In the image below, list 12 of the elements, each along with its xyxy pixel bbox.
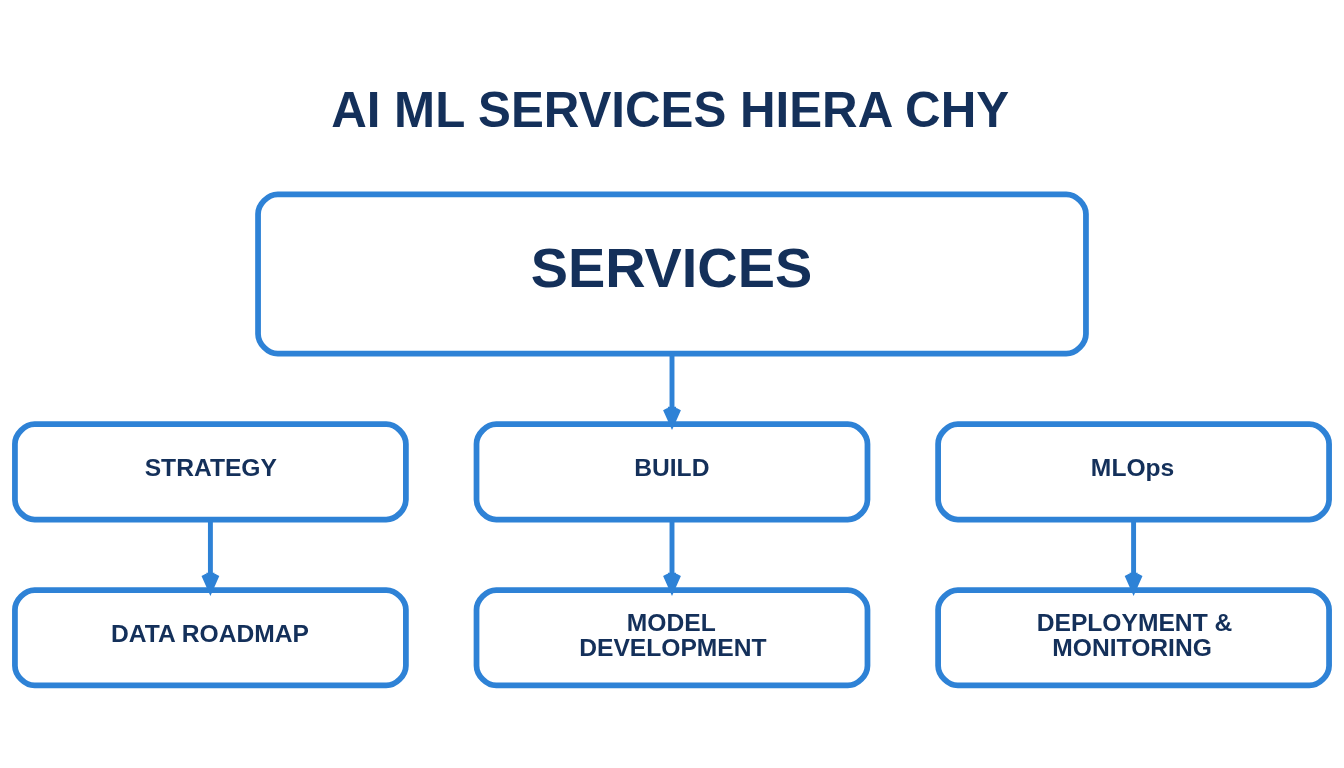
node-box: MODEL DEVELOPMENT: [473, 587, 871, 689]
arrow: [662, 353, 682, 427]
node-box: MLOps: [935, 421, 1332, 523]
node-box: BUILD: [473, 421, 871, 523]
node-box: SERVICES: [255, 191, 1089, 357]
arrow: [201, 519, 220, 593]
arrow: [662, 519, 682, 593]
arrow: [1124, 519, 1143, 593]
node-box: DATA ROADMAP: [12, 587, 409, 689]
diagram-title: AI ML SERVICES HIERA CHY: [331, 81, 1010, 137]
node-box: DEPLOYMENT & MONITORING: [935, 587, 1332, 689]
node-box: STRATEGY: [12, 421, 409, 523]
